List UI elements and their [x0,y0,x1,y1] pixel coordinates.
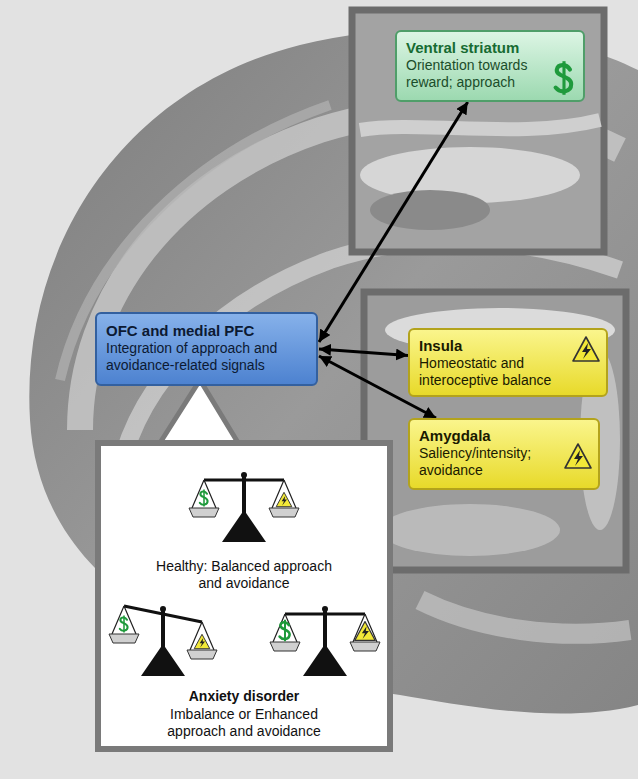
warning-icon [571,335,601,363]
region-function: Saliency/intensity; avoidance [419,445,560,479]
region-name: Insula [419,336,568,355]
reward-region-box: Ventral striatumOrientation towards rewa… [395,30,585,102]
region-name: Ventral striatum [406,38,543,57]
region-name: Amygdala [419,426,560,445]
warning-icon [563,442,593,470]
connection-arrow [319,102,468,342]
callout-box: Healthy: Balanced approach and avoidance… [95,440,393,752]
region-function: Homeostatic and interoceptive balance [419,355,568,389]
dollar-icon [551,60,577,96]
connection-arrow [319,349,408,355]
caption-text: Imbalance or Enhanced approach and avoid… [156,706,332,740]
integration-region-box: OFC and medial PFCIntegration of approac… [95,312,318,386]
avoidance-region-box: InsulaHomeostatic and interoceptive bala… [408,328,608,397]
region-function: Orientation towards reward; approach [406,57,543,91]
caption-text: Healthy: Balanced approach and avoidance [156,558,332,592]
region-function: Integration of approach and avoidance-re… [106,340,307,374]
avoidance-region-box: AmygdalaSaliency/intensity; avoidance [408,418,600,490]
group-heading: Anxiety disorder [144,688,344,705]
region-name: OFC and medial PFC [106,321,307,340]
